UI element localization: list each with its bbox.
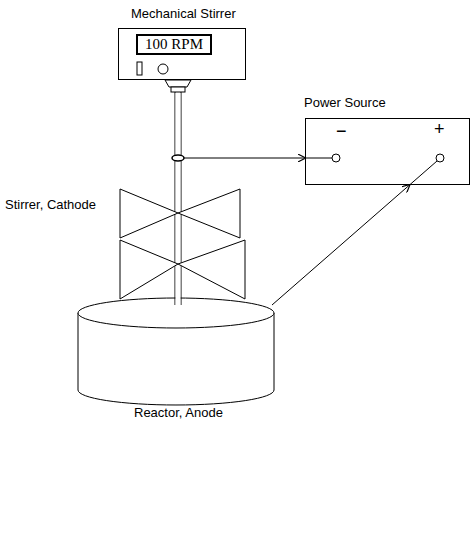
impeller-blade bbox=[120, 189, 178, 238]
mount bbox=[165, 80, 191, 87]
power-source-box: Power Source−+ bbox=[305, 118, 470, 185]
wire-connector bbox=[278, 185, 410, 300]
part-label: Stirrer, Cathode bbox=[5, 197, 96, 213]
contact-ring bbox=[172, 155, 184, 161]
impeller-blade bbox=[120, 240, 178, 299]
reactor-anode: Reactor, Anode bbox=[78, 295, 278, 425]
wire bbox=[184, 158, 248, 159]
knob-symbol bbox=[158, 64, 168, 74]
impeller-blade bbox=[178, 240, 245, 299]
wire bbox=[410, 161, 438, 185]
part-label: Reactor, Anode bbox=[134, 405, 223, 421]
speed-display: 100 RPM bbox=[136, 34, 212, 55]
polarity-sign: + bbox=[434, 119, 445, 141]
mount bbox=[171, 87, 185, 92]
title-label: Power Source bbox=[304, 95, 386, 111]
wire-connector bbox=[248, 158, 305, 159]
title-label: Mechanical Stirrer bbox=[131, 6, 236, 22]
shaft bbox=[181, 92, 182, 305]
wire bbox=[272, 300, 278, 305]
shaft bbox=[176, 93, 181, 305]
impeller-blade bbox=[178, 189, 240, 238]
switch-symbol bbox=[137, 62, 142, 75]
terminal bbox=[332, 154, 340, 162]
terminal bbox=[436, 154, 444, 162]
wire bbox=[305, 158, 332, 159]
shaft bbox=[175, 92, 176, 305]
stirrer-head-box: Mechanical Stirrer100 RPM bbox=[118, 28, 246, 80]
stirrer-cathode: Stirrer, Cathode bbox=[5, 140, 248, 302]
polarity-sign: − bbox=[336, 121, 347, 143]
